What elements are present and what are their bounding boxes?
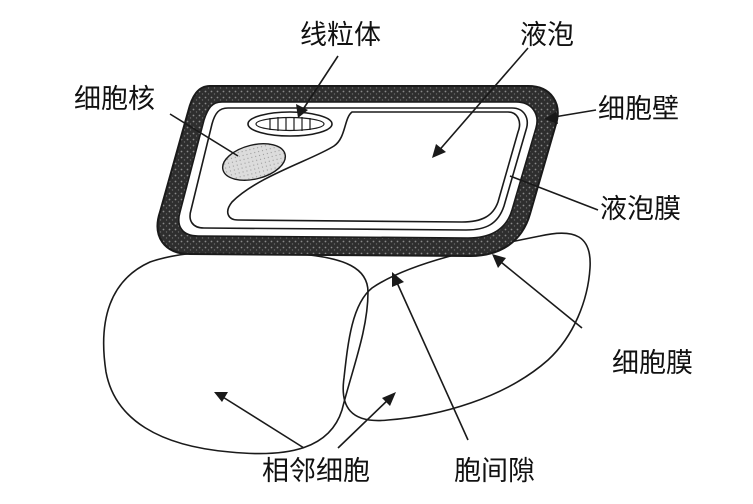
mitochondrion	[247, 111, 333, 137]
arrowhead-cell-membrane	[492, 254, 506, 268]
adjacent-cell-left	[102, 250, 369, 455]
cytoplasm-boundary	[189, 107, 528, 231]
pointer-intercellular-space	[393, 275, 469, 441]
label-cell-membrane: 细胞膜	[612, 348, 693, 379]
label-tonoplast: 液泡膜	[600, 194, 681, 225]
vacuole-tonoplast	[226, 111, 521, 223]
arrowhead-intercellular-space	[392, 272, 404, 287]
arrowhead-adjacent-left	[214, 392, 228, 402]
label-intercellular-space: 胞间隙	[454, 456, 535, 487]
cell-membrane-region	[178, 101, 538, 239]
adjacent-cell-right	[342, 232, 591, 422]
mitochondrion-inner	[255, 116, 325, 132]
label-cell-wall: 细胞壁	[598, 94, 679, 125]
arrowhead-vacuole	[432, 144, 446, 158]
arrowhead-mitochondrion	[296, 104, 308, 118]
pointer-adjacent-left	[217, 393, 305, 449]
pointer-vacuole	[435, 47, 529, 155]
label-adjacent-cells: 相邻细胞	[262, 456, 370, 487]
arrowhead-cell-wall	[544, 112, 558, 124]
pointer-tonoplast	[509, 175, 599, 211]
arrowhead-adjacent-right	[382, 392, 396, 406]
mitochondrion-cristae	[269, 117, 311, 131]
label-mitochondrion: 线粒体	[300, 20, 381, 51]
label-nucleus: 细胞核	[74, 84, 155, 115]
pointer-nucleus	[169, 113, 239, 157]
pointer-adjacent-right	[337, 395, 393, 449]
label-vacuole: 液泡	[520, 20, 574, 51]
pointer-mitochondrion	[299, 55, 339, 115]
nucleus	[221, 143, 287, 181]
pointer-cell-membrane	[495, 257, 583, 329]
